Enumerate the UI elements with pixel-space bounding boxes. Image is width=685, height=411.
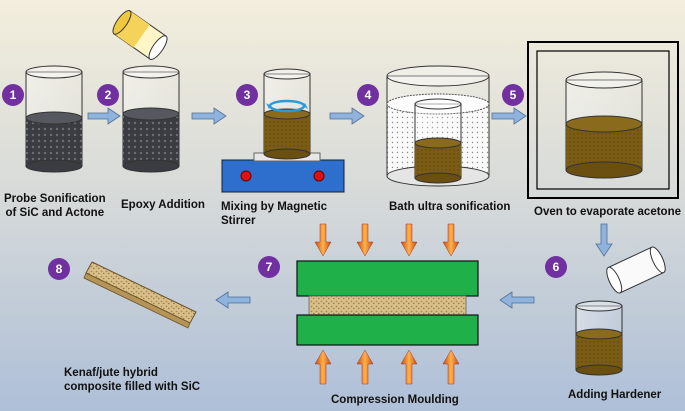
arrow-5-to-6 [595,223,613,257]
step-badge-4: 4 [357,84,379,106]
beaker-epoxy-icon [122,65,180,173]
ultrasonic-bath-icon [386,65,490,187]
hardener-cup-icon [606,246,666,294]
beaker-hardener-icon [575,300,623,376]
arrow-3-to-4 [329,107,365,125]
step-label-8: Kenaf/jute hybrid composite filled with … [64,367,201,393]
step-badge-5: 5 [502,84,524,106]
step-label-1: Probe Sonification of SiC and Actone [4,193,106,219]
press-arrows-top [314,223,460,257]
arrow-1-to-2 [87,107,121,125]
step-badge-6: 6 [545,256,567,278]
composite-plank-icon [83,261,197,329]
step-label-2: Epoxy Addition [121,199,205,211]
arrow-4-to-5 [491,107,527,125]
step-badge-8: 8 [48,258,70,280]
beaker-sic-icon [25,65,83,173]
compression-mould-icon [296,260,479,346]
flow-arrows [87,107,613,309]
step-label-7: Compression Moulding [331,394,459,406]
epoxy-cup-icon [112,10,168,60]
arrow-6-to-7 [499,291,535,309]
step-label-3: Mixing by Magnetic Stirrer [221,201,328,227]
step-badge-2: 2 [97,84,119,106]
step-label-5: Oven to evaporate acetone [534,206,681,218]
step-label-6: Adding Hardener [568,389,662,401]
press-arrows-bottom [314,349,460,385]
oven-icon [527,41,679,199]
step-badge-7: 7 [258,256,280,278]
step-badge-3: 3 [236,84,258,106]
magnetic-stirrer-icon [221,68,345,193]
arrow-2-to-3 [191,107,227,125]
step-label-4: Bath ultra sonification [389,201,511,213]
arrow-7-to-8 [215,291,251,309]
step-badge-1: 1 [2,84,24,106]
